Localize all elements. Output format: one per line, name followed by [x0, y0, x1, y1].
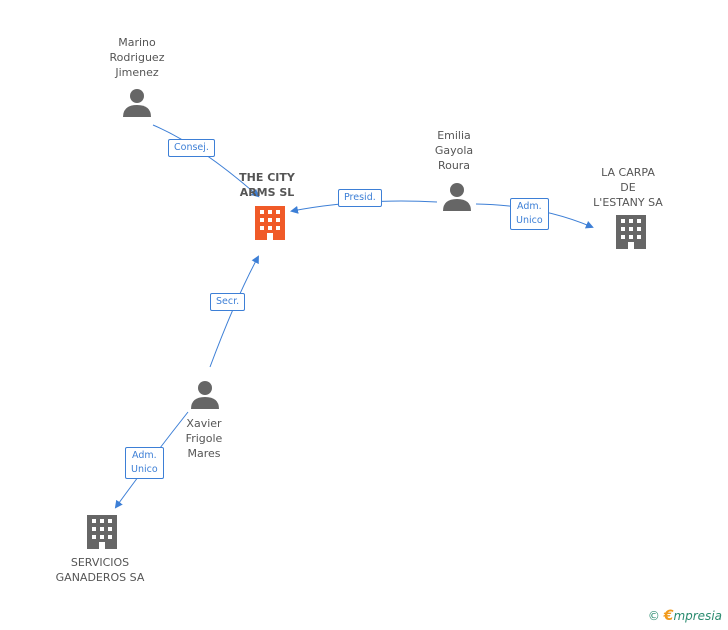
node-label-emilia[interactable]: Emilia Gayola Roura [434, 129, 474, 172]
node-label-la-carpa[interactable]: LA CARPA DE L'ESTANY SA [593, 166, 663, 209]
person-icon [443, 183, 471, 211]
edge-label-presid: Presid. [338, 189, 382, 207]
node-label-company-main[interactable]: THE CITY ARMS SL [239, 171, 295, 199]
building-icon [87, 515, 117, 549]
edge-secr [209, 255, 259, 368]
node-label-marino[interactable]: Marino Rodriguez Jimenez [109, 36, 165, 79]
edge-label-secr: Secr. [210, 293, 246, 311]
person-icon [191, 381, 219, 409]
building-icon [616, 215, 646, 249]
copyright-symbol: © [647, 609, 660, 623]
edge-label-adm-unico-2: Adm. Unico [125, 447, 164, 479]
building-icon [255, 206, 285, 240]
node-label-servicios[interactable]: SERVICIOS GANADEROS SA [55, 556, 145, 584]
node-label-xavier[interactable]: Xavier Frigole Mares [185, 417, 223, 460]
person-icon [123, 89, 151, 117]
brand-name: mpresia [673, 609, 722, 623]
empresia-logo: © €mpresia [648, 608, 722, 624]
edge-label-consej: Consej. [168, 139, 215, 157]
edge-label-adm-unico-1: Adm. Unico [510, 198, 549, 230]
brand-e: € [663, 608, 674, 624]
